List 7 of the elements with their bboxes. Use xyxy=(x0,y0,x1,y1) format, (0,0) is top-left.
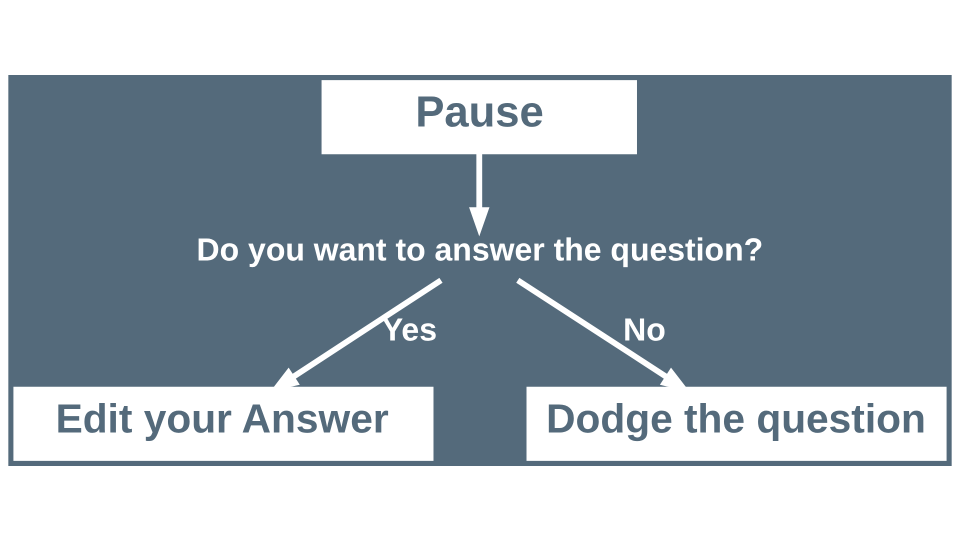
node-box: Pause xyxy=(322,80,637,154)
node-box: Dodge the question xyxy=(526,386,947,460)
node-text: Do you want to answer the question? xyxy=(196,230,764,267)
edge-label: Yes xyxy=(382,310,438,347)
node-box: Edit your Answer xyxy=(13,386,434,460)
edge-label: No xyxy=(623,310,666,347)
arrow xyxy=(469,153,490,236)
